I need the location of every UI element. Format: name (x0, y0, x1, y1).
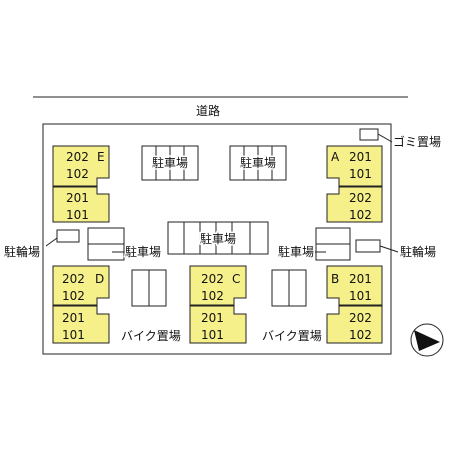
unit-number: 101 (66, 208, 89, 222)
road-label: 道路 (196, 103, 220, 118)
unit-number: 201 (201, 311, 224, 325)
parking-top-left (141, 145, 199, 181)
unit-number: 102 (201, 289, 224, 303)
parking-pair-right (271, 269, 307, 307)
building-letter: A (331, 150, 340, 164)
bicycle-parking-left (56, 229, 80, 243)
parking-center (167, 221, 269, 255)
building-E (52, 145, 110, 223)
parking-top-right (229, 145, 287, 181)
building-letter: B (331, 272, 339, 286)
north-arrow-icon (410, 323, 444, 357)
building-D (52, 265, 110, 344)
unit-number: 202 (62, 272, 85, 286)
unit-number: 201 (62, 311, 85, 325)
parking-label: 駐車場 (125, 244, 161, 259)
building-letter: C (232, 272, 240, 286)
parking-label: 駐車場 (278, 244, 314, 259)
unit-number: 101 (349, 289, 372, 303)
unit-number: 101 (349, 167, 372, 181)
unit-number: 102 (66, 167, 89, 181)
bicycle-parking-right (355, 239, 381, 253)
unit-number: 202 (66, 150, 89, 164)
parking-right-small (315, 227, 351, 261)
unit-number: 201 (66, 191, 89, 205)
parking-pair-left (131, 269, 167, 307)
unit-number: 202 (349, 311, 372, 325)
unit-number: 102 (349, 328, 372, 342)
unit-number: 102 (349, 208, 372, 222)
building-letter: D (95, 272, 104, 286)
parking-label: 駐車場 (200, 231, 236, 246)
parking-left-small (87, 227, 125, 261)
bike-label: バイク置場 (262, 329, 322, 343)
unit-number: 101 (62, 328, 85, 342)
parking-label: 駐車場 (152, 155, 188, 170)
bicycle-label: 駐輪場 (4, 244, 40, 259)
building-B (326, 265, 383, 344)
building-A (326, 145, 383, 223)
garbage-label: ゴミ置場 (393, 134, 441, 149)
unit-number: 202 (201, 272, 224, 286)
unit-number: 202 (349, 191, 372, 205)
garbage-area (359, 128, 379, 141)
unit-number: 102 (62, 289, 85, 303)
unit-number: 101 (201, 328, 224, 342)
unit-number: 201 (349, 272, 372, 286)
building-C (189, 265, 247, 344)
unit-number: 201 (349, 150, 372, 164)
parking-label: 駐車場 (240, 155, 276, 170)
bicycle-label: 駐輪場 (400, 244, 436, 259)
building-letter: E (97, 150, 105, 164)
bike-label: バイク置場 (121, 329, 181, 343)
